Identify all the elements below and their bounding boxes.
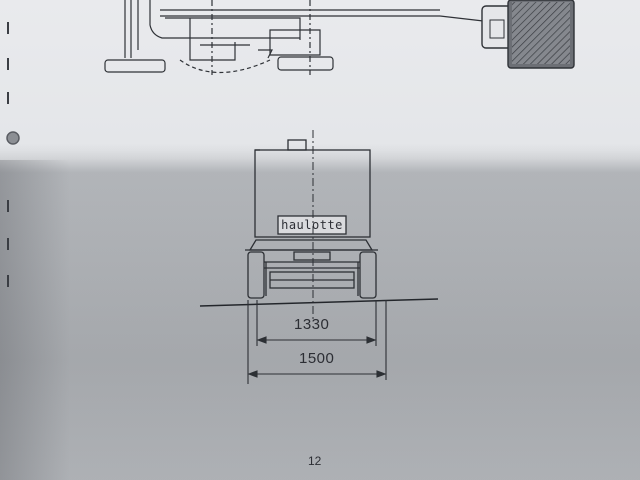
page-number: 12 xyxy=(308,454,322,468)
brand-label: haulotte xyxy=(281,218,343,232)
ring-clip xyxy=(6,131,20,145)
dimension-1500-lines xyxy=(247,300,387,384)
dimension-label-outer-width: 1500 xyxy=(299,350,335,367)
ground-line xyxy=(199,298,439,307)
dimension-1330-lines xyxy=(256,300,377,346)
side-view-drawing xyxy=(104,0,493,75)
front-view-drawing xyxy=(245,130,378,320)
dimension-label-inner-width: 1330 xyxy=(294,316,330,333)
basket-drawing xyxy=(481,0,575,69)
